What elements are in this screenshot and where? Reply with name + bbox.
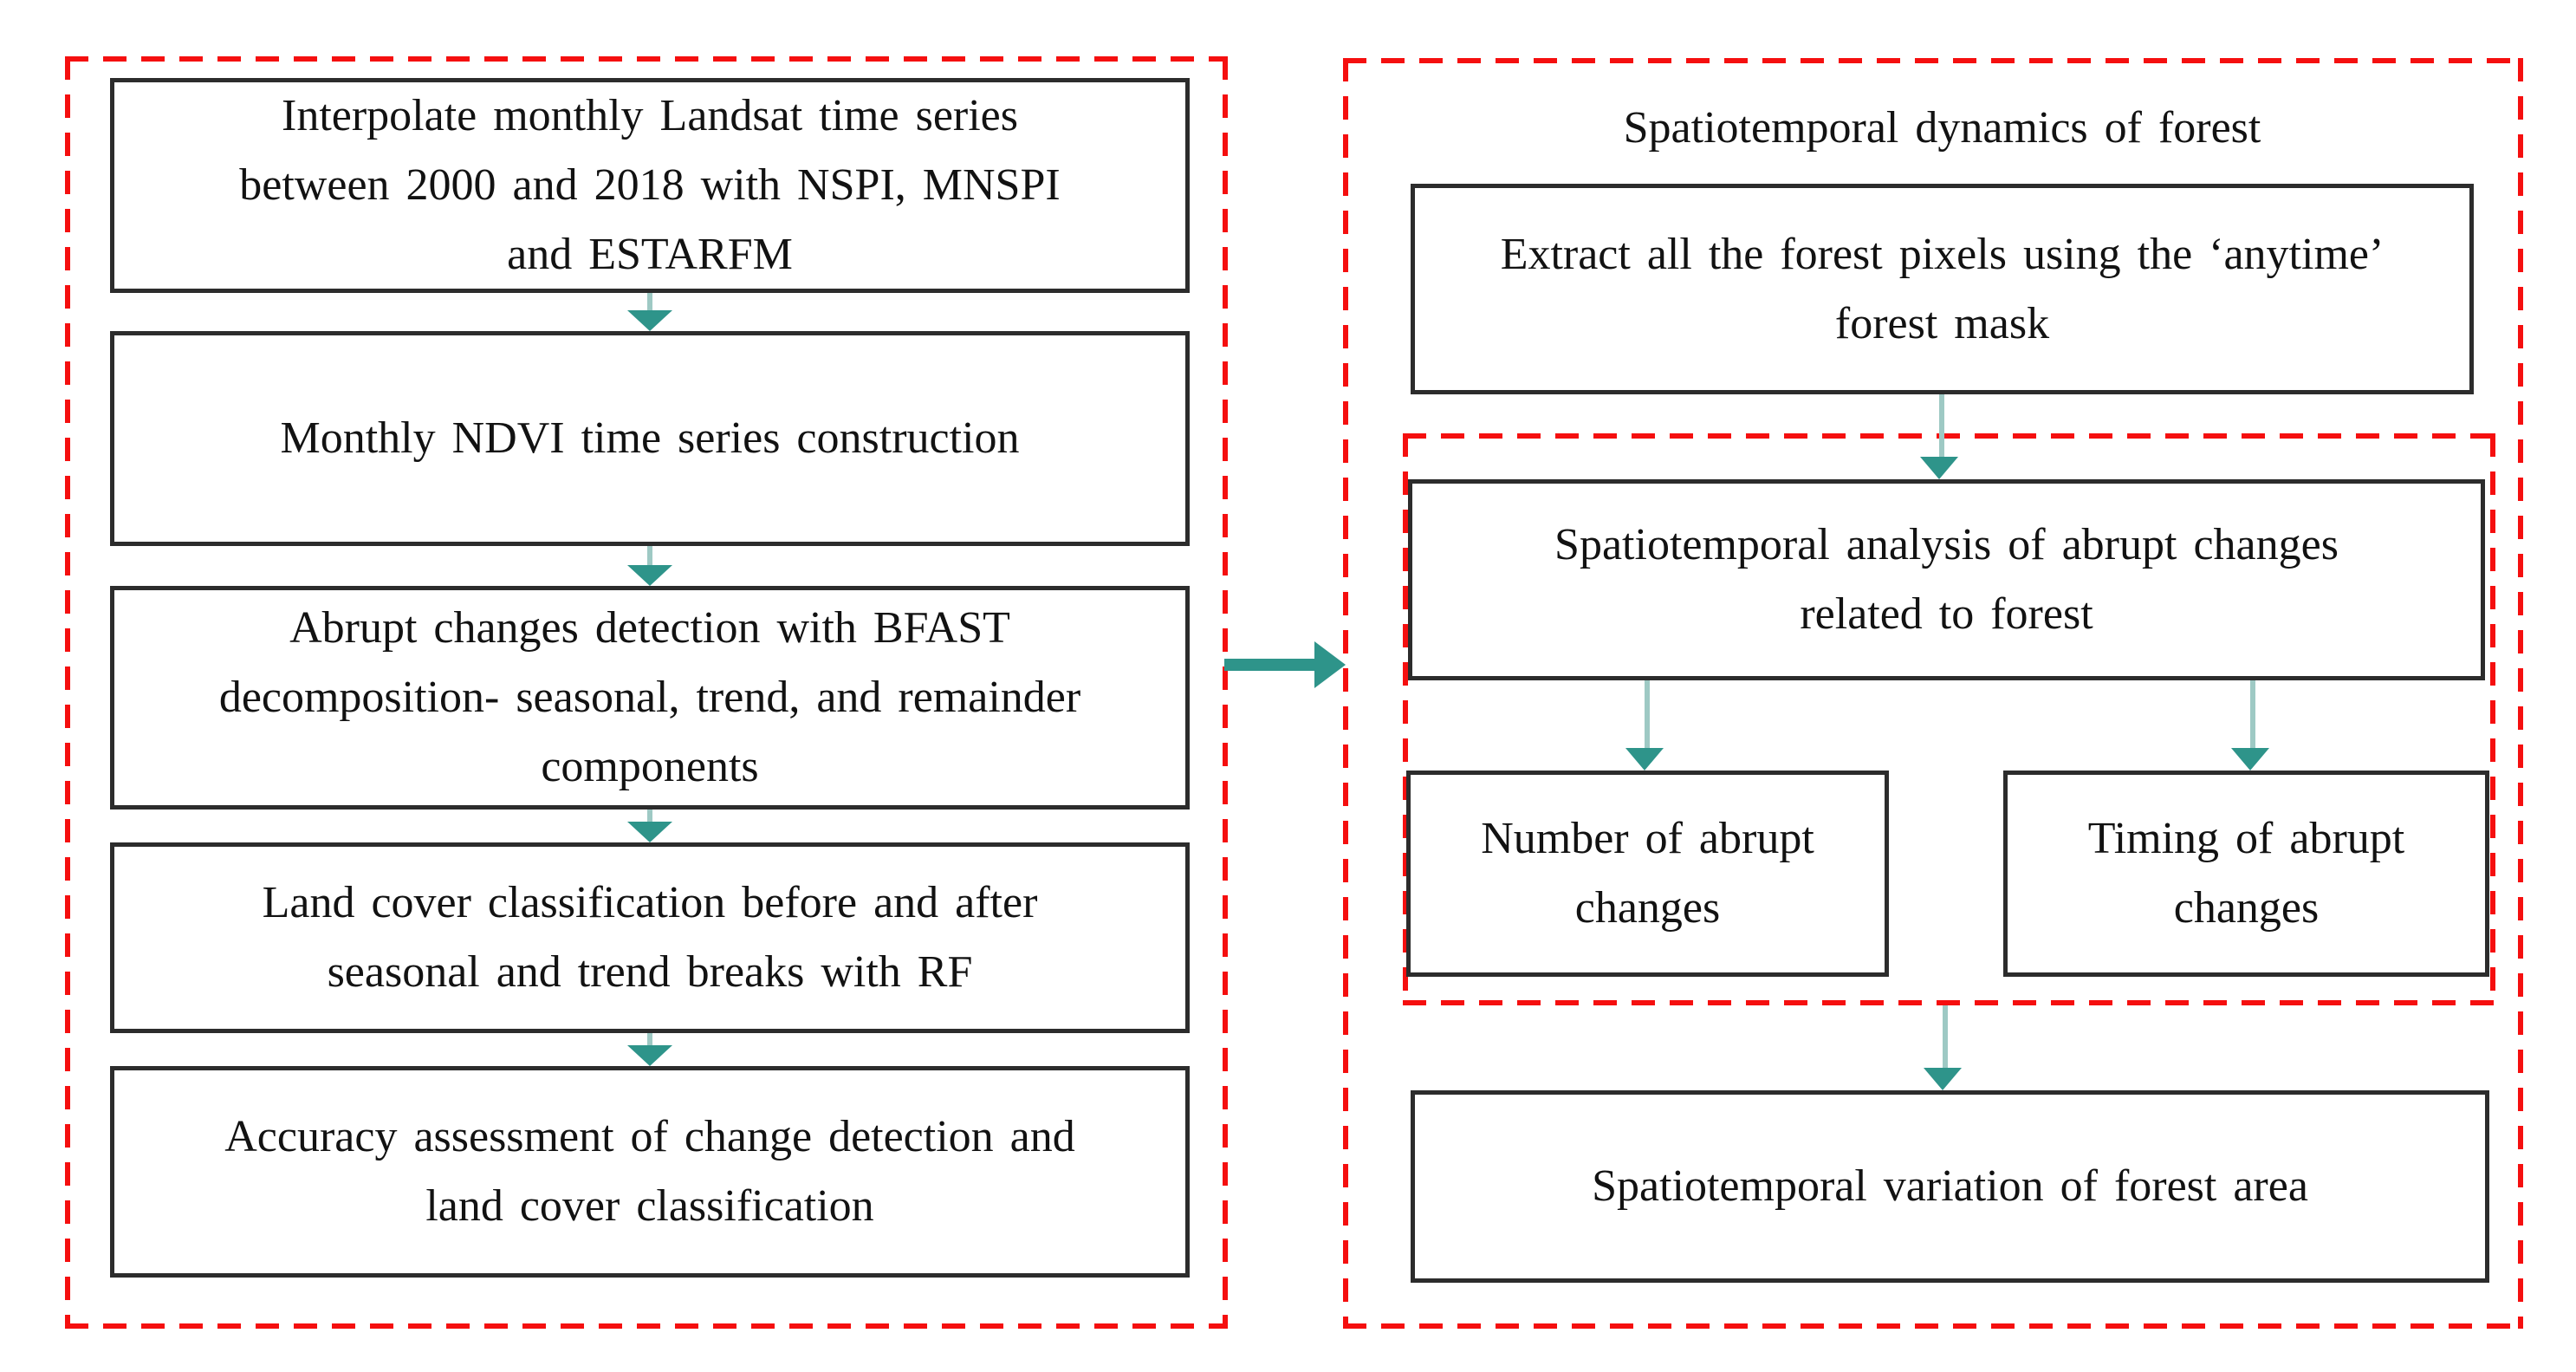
box-number-of-abrupt-changes: Number of abrupt changes — [1406, 771, 1889, 977]
arrow-extract-to-analysis-shaft — [1939, 394, 1944, 458]
right-panel-title: Spatiotemporal dynamics of forest — [1623, 103, 2261, 153]
arrow-analysis-to-timing-head-icon — [2231, 748, 2269, 771]
box-monthly-ndvi: Monthly NDVI time series construction — [110, 331, 1190, 546]
box-spatiotemporal-analysis: Spatiotemporal analysis of abrupt change… — [1408, 479, 2485, 680]
arrow-analysis-to-number-shaft — [1645, 680, 1650, 750]
box-interpolate-landsat: Interpolate monthly Landsat time series … — [110, 78, 1190, 293]
right-panel-border-right — [2518, 58, 2523, 1329]
arrow-group-to-variation-head-icon — [1924, 1068, 1962, 1090]
arrow-analysis-to-number-head-icon — [1625, 748, 1664, 771]
right-panel-border-bottom — [1343, 1323, 2523, 1329]
analysis-group-border-right — [2490, 433, 2495, 1005]
box-landcover-classification: Land cover classification before and aft… — [110, 842, 1190, 1033]
arrow-group-to-variation-shaft — [1943, 1005, 1948, 1070]
arrow-left-4-head-icon — [627, 1045, 672, 1066]
arrow-left-2-shaft — [647, 546, 652, 567]
right-panel-border-top — [1343, 58, 2523, 63]
left-panel-border-top — [65, 56, 1228, 62]
analysis-group-border-bottom — [1403, 1000, 2495, 1005]
arrow-main-horizontal-shaft — [1224, 659, 1314, 671]
arrow-left-3-head-icon — [627, 822, 672, 842]
box-timing-of-abrupt-changes: Timing of abrupt changes — [2003, 771, 2489, 977]
arrow-left-1-shaft — [647, 293, 652, 314]
right-panel-border-left — [1343, 58, 1348, 1329]
arrow-left-3-shaft — [647, 810, 652, 827]
left-panel-border-right — [1223, 56, 1228, 1329]
analysis-group-border-left — [1403, 433, 1408, 1005]
box-accuracy-assessment: Accuracy assessment of change detection … — [110, 1066, 1190, 1278]
box-extract-forest-pixels: Extract all the forest pixels using the … — [1411, 184, 2474, 394]
left-panel-border-bottom — [65, 1323, 1228, 1329]
box-spatiotemporal-variation: Spatiotemporal variation of forest area — [1411, 1090, 2489, 1283]
box-bfast-detection: Abrupt changes detection with BFAST deco… — [110, 586, 1190, 810]
arrow-left-2-head-icon — [627, 565, 672, 586]
arrow-extract-to-analysis-head-icon — [1920, 457, 1958, 479]
arrow-left-4-shaft — [647, 1033, 652, 1050]
arrow-analysis-to-timing-shaft — [2250, 680, 2255, 750]
analysis-group-border-top — [1403, 433, 2495, 439]
arrow-left-1-head-icon — [627, 310, 672, 331]
left-panel-border-left — [65, 56, 70, 1329]
arrow-main-horizontal-head-icon — [1314, 641, 1346, 688]
